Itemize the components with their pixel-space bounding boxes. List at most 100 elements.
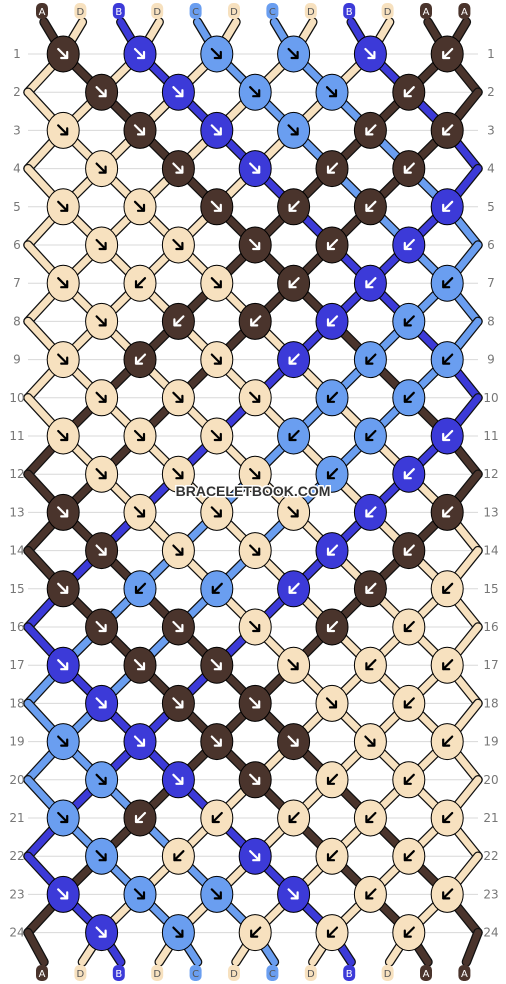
row-number-right: 3 xyxy=(487,123,495,137)
knot xyxy=(200,799,234,837)
backward-arrow-icon xyxy=(326,773,339,785)
row-number-right: 13 xyxy=(483,505,498,519)
strand-label-bottom: C xyxy=(192,969,199,980)
knot xyxy=(238,73,272,111)
forward-arrow-icon xyxy=(249,544,261,556)
row-number-right: 10 xyxy=(483,391,498,405)
row-number-right: 23 xyxy=(483,887,498,901)
strand-tab-top xyxy=(74,3,87,19)
knot xyxy=(123,417,157,455)
knot xyxy=(430,493,464,531)
backward-arrow-icon xyxy=(442,735,454,747)
row-number-left: 4 xyxy=(13,162,21,176)
forward-arrow-icon xyxy=(133,506,146,518)
knot xyxy=(85,73,119,111)
forward-arrow-icon xyxy=(172,620,184,633)
knot xyxy=(392,837,426,875)
forward-arrow-icon xyxy=(57,429,69,442)
strand-label-top: D xyxy=(153,7,161,18)
row-number-left: 15 xyxy=(9,582,24,596)
knot xyxy=(315,226,349,264)
knot xyxy=(353,264,387,302)
knot xyxy=(353,188,387,226)
row-number-right: 17 xyxy=(483,658,498,672)
knot xyxy=(200,570,234,608)
forward-arrow-icon xyxy=(364,47,376,60)
row-number-left: 20 xyxy=(9,773,24,787)
forward-arrow-icon xyxy=(57,200,69,212)
forward-arrow-icon xyxy=(133,888,146,900)
strand-tab-top xyxy=(266,3,279,19)
knot xyxy=(46,341,80,379)
strand-label-top: B xyxy=(115,7,122,18)
knot xyxy=(46,111,80,149)
knot xyxy=(85,761,119,799)
row-number-left: 23 xyxy=(9,887,24,901)
forward-arrow-icon xyxy=(249,162,261,174)
strand-label-top: B xyxy=(346,7,353,18)
knot xyxy=(353,646,387,684)
forward-arrow-icon xyxy=(249,697,261,709)
row-number-left: 2 xyxy=(13,85,21,99)
knot xyxy=(161,608,195,646)
strand-tab-bottom xyxy=(112,965,125,981)
forward-arrow-icon xyxy=(249,468,261,480)
knot xyxy=(430,875,464,913)
strand-label-top: D xyxy=(77,7,85,18)
backward-arrow-icon xyxy=(365,811,377,824)
knot xyxy=(315,761,349,799)
knot xyxy=(161,761,195,799)
strand-tab-top xyxy=(343,3,356,19)
strand-label-bottom: A xyxy=(39,969,46,980)
knot xyxy=(238,302,272,340)
forward-arrow-icon xyxy=(95,926,107,938)
strand-tab-top xyxy=(228,3,240,19)
row-number-right: 4 xyxy=(487,162,495,176)
backward-arrow-icon xyxy=(288,353,300,365)
knot xyxy=(123,188,157,226)
knot xyxy=(161,837,195,875)
strand-label-bottom: C xyxy=(269,969,276,980)
knot xyxy=(85,302,119,340)
knot xyxy=(353,417,387,455)
knot xyxy=(315,150,349,188)
knot xyxy=(430,188,464,226)
knot xyxy=(123,723,157,761)
strand-label-top: C xyxy=(192,7,199,18)
knot xyxy=(161,532,195,570)
knot xyxy=(123,341,157,379)
backward-arrow-icon xyxy=(288,200,300,212)
backward-arrow-icon xyxy=(250,926,262,938)
knot xyxy=(46,570,80,608)
strand-label-top: A xyxy=(461,7,468,18)
knot xyxy=(430,646,464,684)
backward-arrow-icon xyxy=(403,162,415,174)
strand-label-bottom: B xyxy=(115,969,122,980)
row-number-left: 1 xyxy=(13,47,21,61)
knot xyxy=(392,73,426,111)
knot xyxy=(277,188,311,226)
row-number-right: 21 xyxy=(483,811,498,825)
strand-label-bottom: B xyxy=(346,969,353,980)
forward-arrow-icon xyxy=(172,773,184,785)
backward-arrow-icon xyxy=(134,582,147,594)
knot xyxy=(238,379,272,417)
knot xyxy=(123,264,157,302)
forward-arrow-icon xyxy=(95,850,107,862)
knot xyxy=(430,723,464,761)
forward-arrow-icon xyxy=(57,735,69,747)
knot xyxy=(238,532,272,570)
row-number-left: 19 xyxy=(9,735,24,749)
backward-arrow-icon xyxy=(250,315,262,327)
knot xyxy=(161,73,195,111)
knot xyxy=(46,875,80,913)
forward-arrow-icon xyxy=(249,620,261,633)
forward-arrow-icon xyxy=(95,544,107,556)
knot xyxy=(161,379,195,417)
forward-arrow-icon xyxy=(57,506,69,518)
knot xyxy=(315,302,349,340)
forward-arrow-icon xyxy=(325,86,338,98)
knot xyxy=(46,188,80,226)
knot xyxy=(392,226,426,264)
